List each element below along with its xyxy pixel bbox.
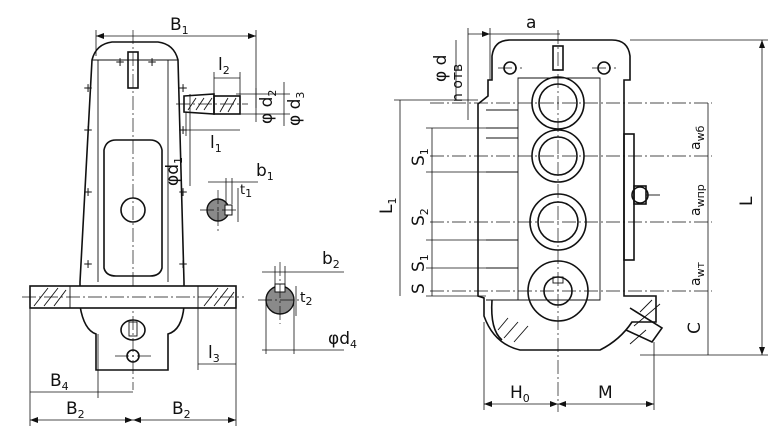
label-a: a: [526, 13, 536, 33]
label-L1: L1: [377, 198, 399, 214]
svg-text:+: +: [83, 257, 93, 271]
svg-text:+: +: [83, 185, 93, 199]
label-d1: φd1: [163, 157, 185, 186]
svg-text:+: +: [115, 55, 125, 69]
side-view: + + + + + + + + + +: [22, 15, 357, 426]
label-aw-b: awб: [688, 125, 707, 150]
svg-text:+: +: [83, 123, 93, 137]
svg-text:+: +: [178, 257, 188, 271]
label-aw-pr: awпр: [688, 184, 707, 216]
label-B2-left: B2: [66, 399, 85, 421]
label-b2: b2: [322, 249, 340, 271]
svg-text:+: +: [147, 55, 157, 69]
label-aw-m: awт: [688, 261, 707, 286]
svg-text:+: +: [178, 123, 188, 137]
label-l3: l3: [208, 343, 220, 365]
label-t1: t1: [240, 183, 252, 200]
label-d3: φ d3: [285, 92, 307, 126]
label-H0: H0: [510, 383, 530, 405]
label-S1-low: S1: [409, 254, 431, 272]
label-M: M: [598, 383, 613, 403]
label-l1: l1: [210, 133, 222, 155]
label-B1: B1: [170, 15, 189, 37]
label-S2: S2: [409, 208, 431, 226]
label-B4: B4: [50, 371, 69, 393]
label-t2: t2: [300, 290, 313, 308]
label-n-otv: n отв: [450, 64, 466, 102]
label-S: S: [409, 283, 429, 294]
svg-text:+: +: [178, 185, 188, 199]
label-B2-right: B2: [172, 399, 191, 421]
label-L: L: [737, 196, 757, 206]
label-d4: φd4: [328, 329, 357, 351]
svg-text:+: +: [83, 81, 93, 95]
label-d2: φ d2: [257, 90, 279, 124]
front-housing-outline: [477, 39, 657, 351]
svg-text:+: +: [178, 81, 188, 95]
label-C: C: [685, 322, 705, 334]
label-b1: b1: [256, 161, 274, 183]
label-S1-top: S1: [409, 148, 431, 166]
label-l2: l2: [218, 55, 230, 77]
label-phi-d: φ d: [431, 55, 451, 82]
front-view: a φ d n отв S1 S2 S1 S L1 awб awпр awт C: [377, 13, 768, 412]
